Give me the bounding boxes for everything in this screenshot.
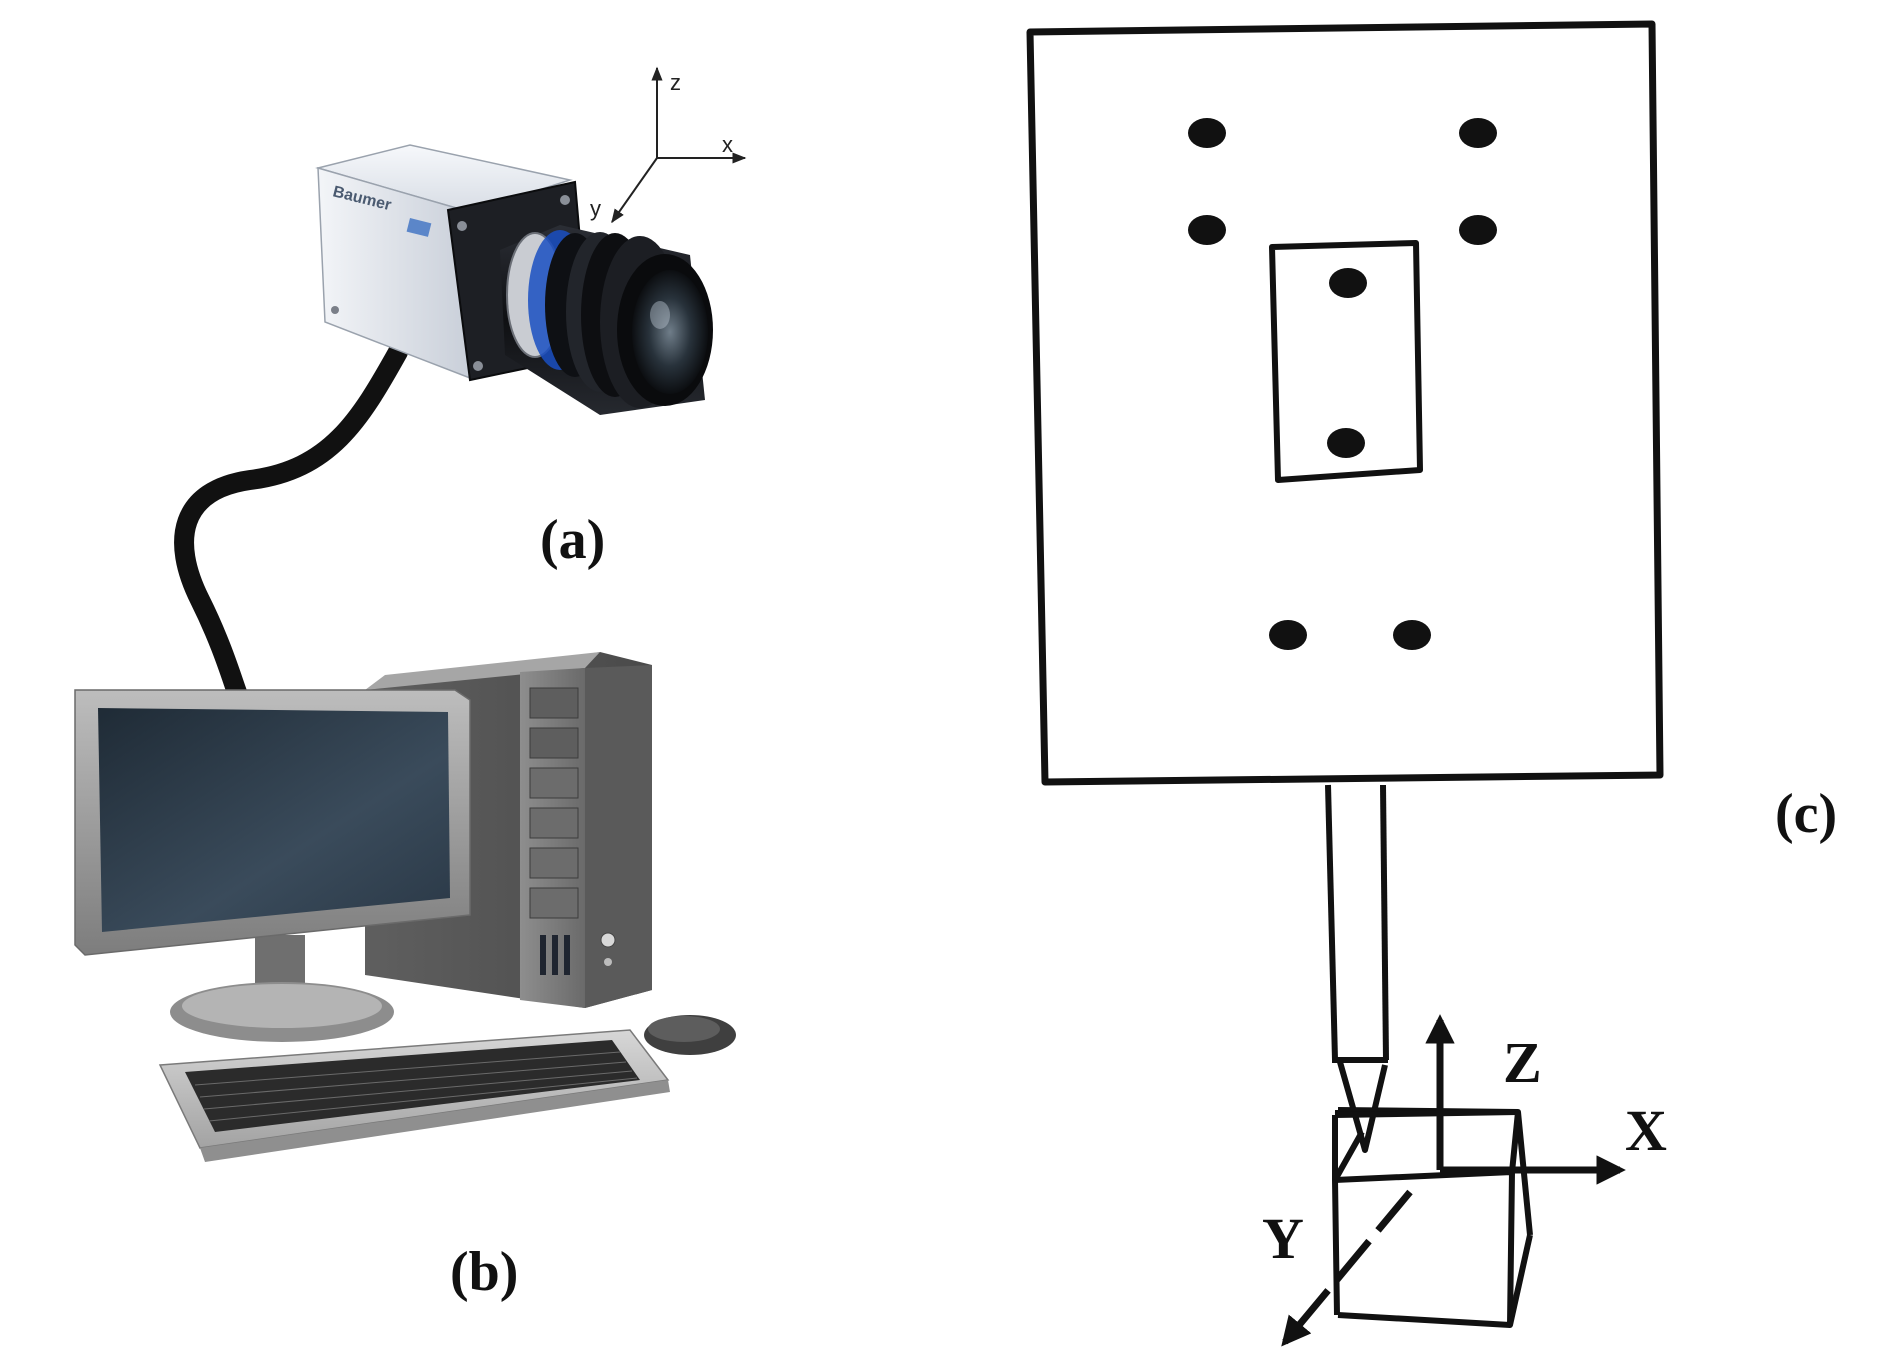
camera-cable: [174, 342, 408, 710]
camera-screw-icon: [560, 195, 570, 205]
marker-dot: [1269, 620, 1307, 650]
camera-axis-y-label: y: [590, 196, 601, 221]
camera-badge: [406, 218, 432, 237]
board-axis-z-label: Z: [1503, 1030, 1542, 1095]
marker-dot: [1459, 215, 1497, 245]
camera-axis-z-label: z: [670, 70, 681, 95]
camera-lens: [500, 225, 713, 415]
computer-monitor: [74, 689, 471, 956]
board-shaft: [1325, 784, 1389, 1153]
marker-dot: [1327, 428, 1365, 458]
board-axes: Z X Y: [1262, 1014, 1667, 1347]
camera-screw-icon: [457, 221, 467, 231]
monitor-screen: [98, 708, 450, 932]
panel-a-camera: Baumer z x y (: [174, 66, 747, 710]
marker-dot: [1393, 620, 1431, 650]
computer-mouse: [644, 1015, 736, 1055]
panel-b-label: (b): [450, 1241, 518, 1303]
board-markers: [1188, 118, 1497, 650]
board-axis-x-label: X: [1625, 1098, 1667, 1163]
camera-led: [331, 306, 339, 314]
panel-c-label: (c): [1775, 783, 1837, 845]
camera-axes: z x y: [590, 66, 747, 224]
marker-dot: [1459, 118, 1497, 148]
panel-c-target: Z X Y (c): [1026, 20, 1837, 1347]
inner-plate: [1269, 240, 1423, 483]
marker-dot: [1188, 215, 1226, 245]
camera-axis-x-label: x: [722, 132, 733, 157]
monitor-stand: [170, 935, 394, 1042]
coordinate-cube: [1332, 1107, 1533, 1328]
power-button-icon: [600, 932, 616, 948]
marker-dot: [1329, 268, 1367, 298]
panel-b-computer: (b): [74, 652, 736, 1303]
camera-screw-icon: [473, 361, 483, 371]
marker-dot: [1188, 118, 1226, 148]
panel-a-label: (a): [540, 509, 605, 571]
computer-keyboard: [158, 1029, 670, 1162]
board-axis-y-label: Y: [1262, 1206, 1304, 1271]
